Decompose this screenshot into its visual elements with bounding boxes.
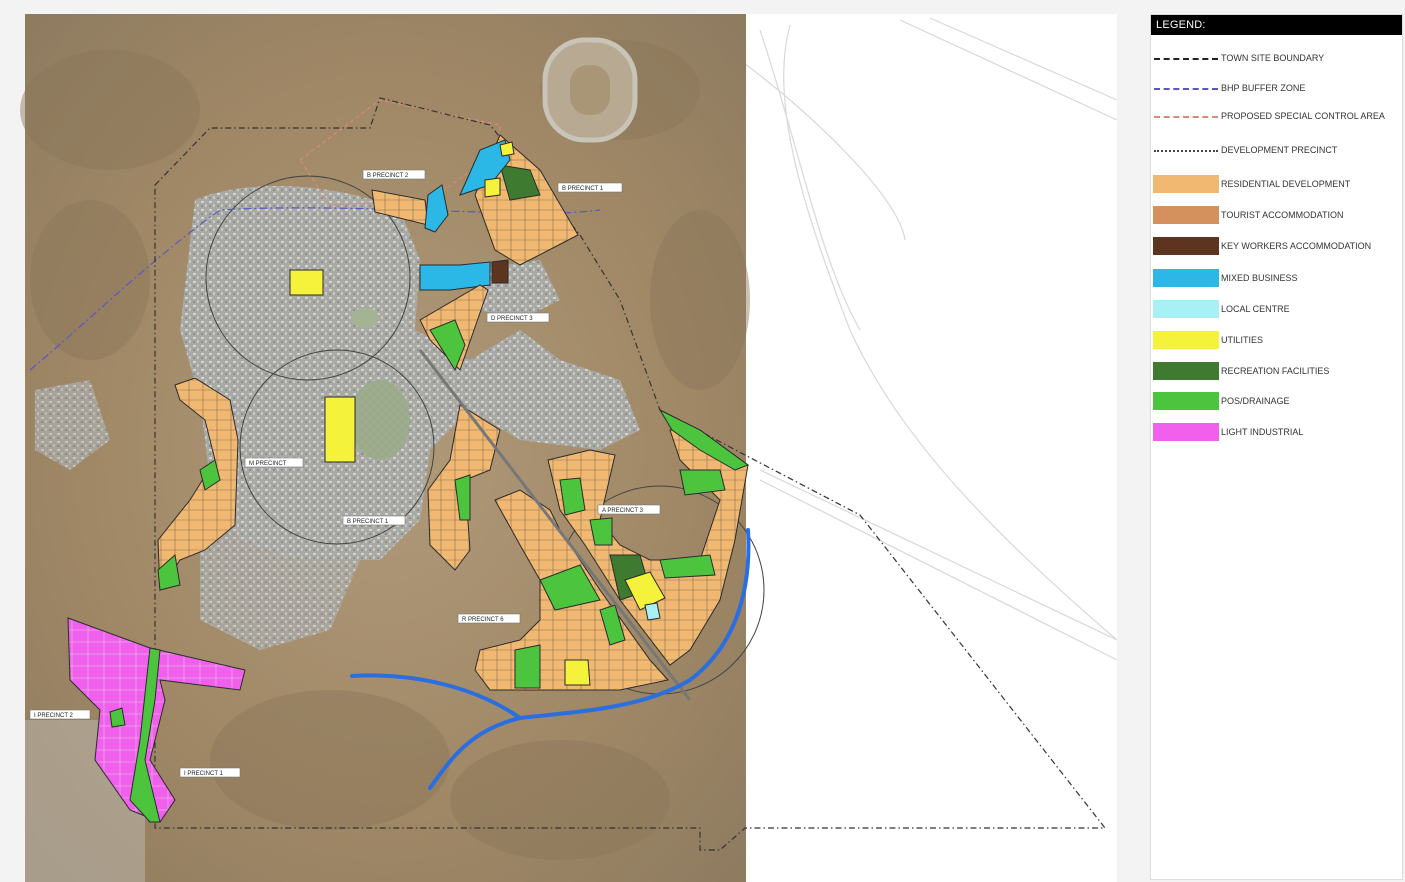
legend-symbol xyxy=(1151,115,1221,118)
racetrack xyxy=(542,37,638,143)
legend-color-swatch xyxy=(1153,206,1219,224)
precinct-label: B PRECINCT 2 xyxy=(362,169,426,180)
legend-color-swatch xyxy=(1153,300,1219,318)
legend-symbol xyxy=(1151,392,1221,410)
legend-symbol xyxy=(1151,269,1221,287)
legend-symbol xyxy=(1151,175,1221,193)
legend-item: UTILITIES xyxy=(1151,331,1404,349)
precinct-label-text: I PRECINCT 2 xyxy=(34,713,74,719)
legend-item: RESIDENTIAL DEVELOPMENT xyxy=(1151,175,1404,193)
precinct-label-text: M PRECINCT xyxy=(249,461,287,467)
precinct-label: I PRECINCT 2 xyxy=(29,709,91,720)
legend-line-swatch xyxy=(1154,149,1218,152)
drainage-channel xyxy=(350,528,751,790)
terrain-hills xyxy=(20,40,750,860)
main-road xyxy=(418,349,692,701)
legend-color-swatch xyxy=(1153,175,1219,193)
legend-item: BHP BUFFER ZONE xyxy=(1151,83,1404,94)
legend-color-swatch xyxy=(1153,331,1219,349)
legend-symbol xyxy=(1151,87,1221,90)
precinct-label: B PRECINCT 1 xyxy=(342,515,406,526)
legend-symbol xyxy=(1151,300,1221,318)
legend-label: UTILITIES xyxy=(1221,334,1264,345)
legend-label: RESIDENTIAL DEVELOPMENT xyxy=(1221,178,1351,189)
precinct-label-text: D PRECINCT 3 xyxy=(491,316,533,322)
precinct-label-text: I PRECINCT 1 xyxy=(184,771,224,777)
faint-roads xyxy=(739,17,1118,661)
precinct-label-text: B PRECINCT 1 xyxy=(347,519,389,525)
legend-color-swatch xyxy=(1153,423,1219,441)
town-site-boundary xyxy=(154,97,1107,851)
legend-label: DEVELOPMENT PRECINCT xyxy=(1221,145,1338,155)
legend-label: LIGHT INDUSTRIAL xyxy=(1221,426,1304,437)
precinct-label: R PRECINCT 6 xyxy=(457,613,521,624)
legend-color-swatch xyxy=(1153,392,1219,410)
precinct-label-text: A PRECINCT 3 xyxy=(602,508,644,514)
legend-label: TOURIST ACCOMMODATION xyxy=(1221,209,1344,220)
precinct-label: D PRECINCT 3 xyxy=(486,312,550,323)
legend-label: KEY WORKERS ACCOMMODATION xyxy=(1221,240,1372,251)
legend-item: POS/DRAINAGE xyxy=(1151,392,1404,410)
legend-label: BHP BUFFER ZONE xyxy=(1221,83,1306,93)
legend-label: TOWN SITE BOUNDARY xyxy=(1221,53,1325,63)
precinct-label: B PRECINCT 1 xyxy=(557,182,623,193)
legend-label: POS/DRAINAGE xyxy=(1221,395,1290,406)
precinct-label-text: B PRECINCT 1 xyxy=(562,186,604,192)
map-legend: LEGEND: TOWN SITE BOUNDARY BHP BUFFER ZON… xyxy=(1150,14,1403,880)
legend-line-swatch xyxy=(1154,57,1218,60)
legend-line-swatch xyxy=(1154,87,1218,90)
legend-label: LOCAL CENTRE xyxy=(1221,303,1290,314)
legend-symbol xyxy=(1151,237,1221,255)
legend-label: RECREATION FACILITIES xyxy=(1221,365,1330,376)
legend-color-swatch xyxy=(1153,269,1219,287)
legend-item: TOURIST ACCOMMODATION xyxy=(1151,206,1404,224)
legend-symbol xyxy=(1151,331,1221,349)
legend-symbol xyxy=(1151,362,1221,380)
legend-item: MIXED BUSINESS xyxy=(1151,269,1404,287)
land-use-parcels xyxy=(67,134,750,823)
precinct-labels: B PRECINCT 2 B PRECINCT 1 D PRECINCT 3 M… xyxy=(29,169,661,778)
legend-item: RECREATION FACILITIES xyxy=(1151,362,1404,380)
legend-item: KEY WORKERS ACCOMMODATION xyxy=(1151,237,1404,255)
legend-symbol xyxy=(1151,423,1221,441)
legend-item: LIGHT INDUSTRIAL xyxy=(1151,423,1404,441)
legend-color-swatch xyxy=(1153,362,1219,380)
legend-line-swatch xyxy=(1154,115,1218,118)
bhp-buffer-zone xyxy=(29,207,601,371)
legend-item: TOWN SITE BOUNDARY xyxy=(1151,53,1404,64)
legend-item: LOCAL CENTRE xyxy=(1151,300,1404,318)
precinct-label-text: R PRECINCT 6 xyxy=(462,617,504,623)
legend-symbol xyxy=(1151,149,1221,152)
precinct-label: M PRECINCT xyxy=(244,457,304,468)
legend-label: MIXED BUSINESS xyxy=(1221,272,1298,283)
blank-map-area xyxy=(735,14,1117,882)
precinct-label: A PRECINCT 3 xyxy=(597,504,661,515)
legend-item: PROPOSED SPECIAL CONTROL AREA xyxy=(1151,111,1404,122)
legend-symbol xyxy=(1151,206,1221,224)
legend-label: PROPOSED SPECIAL CONTROL AREA xyxy=(1221,111,1385,121)
legend-item: DEVELOPMENT PRECINCT xyxy=(1151,145,1404,156)
legend-symbol xyxy=(1151,57,1221,60)
precinct-label: I PRECINCT 1 xyxy=(179,767,241,778)
legend-title: LEGEND: xyxy=(1151,15,1402,35)
precinct-label-text: B PRECINCT 2 xyxy=(367,173,409,179)
legend-color-swatch xyxy=(1153,237,1219,255)
